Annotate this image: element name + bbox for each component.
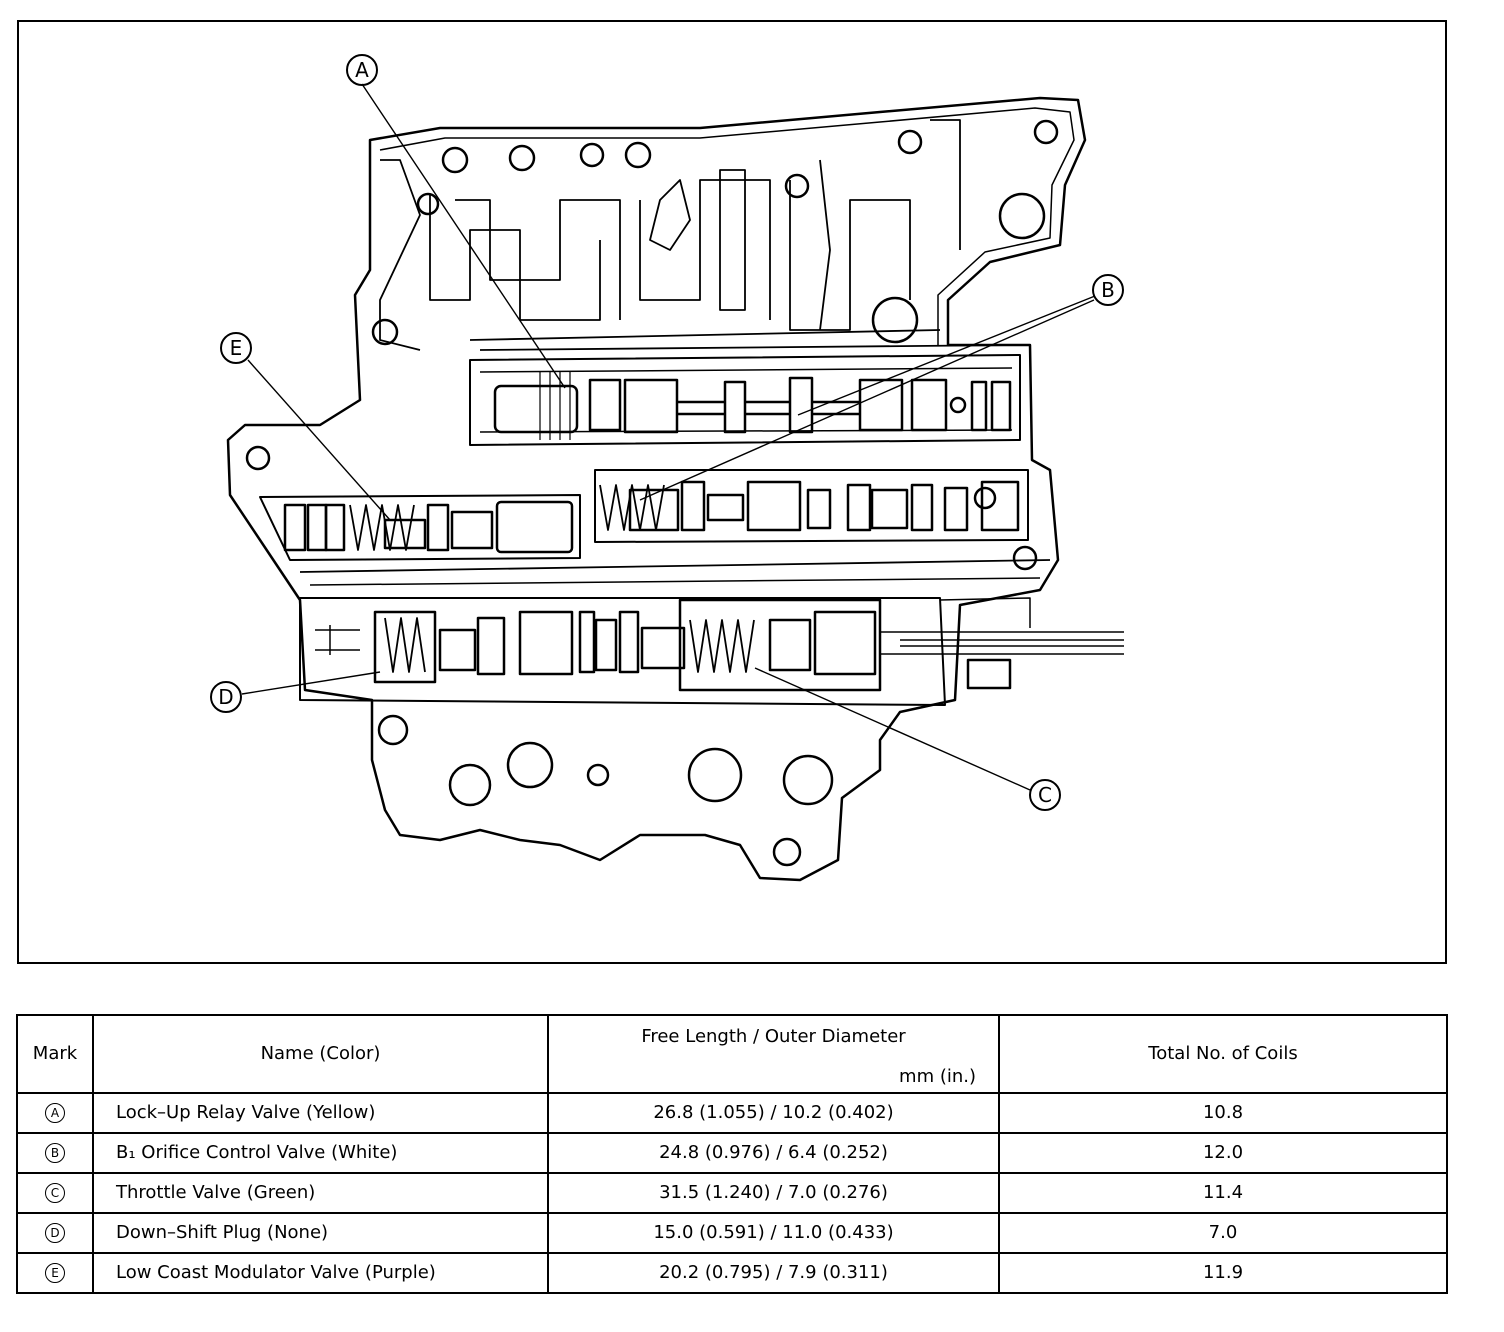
callout-d: D <box>210 681 242 713</box>
row-spec: 20.2 (0.795) / 7.9 (0.311) <box>547 1252 1000 1294</box>
row-mark: D <box>45 1223 65 1243</box>
header-coils: Total No. of Coils <box>998 1014 1448 1094</box>
callout-e-letter: E <box>230 336 243 360</box>
row-name: Throttle Valve (Green) <box>92 1172 549 1214</box>
row-coils: 11.9 <box>998 1252 1448 1294</box>
row-name: Down–Shift Plug (None) <box>92 1212 549 1254</box>
spring-spec-table: Mark Name (Color) Free Length / Outer Di… <box>16 1014 1448 1294</box>
table-header-row: Mark Name (Color) Free Length / Outer Di… <box>16 1014 1448 1094</box>
row-spec: 31.5 (1.240) / 7.0 (0.276) <box>547 1172 1000 1214</box>
table-row: B B₁ Orifice Control Valve (White) 24.8 … <box>16 1132 1448 1174</box>
row-mark: B <box>45 1143 65 1163</box>
callout-e: E <box>220 332 252 364</box>
header-spec: Free Length / Outer Diameter mm (in.) <box>547 1014 1000 1094</box>
row-mark: E <box>45 1263 65 1283</box>
callout-d-letter: D <box>218 685 233 709</box>
row-coils: 10.8 <box>998 1092 1448 1134</box>
header-spec-title: Free Length / Outer Diameter <box>641 1026 906 1047</box>
callout-a-letter: A <box>355 58 369 82</box>
callout-b-letter: B <box>1101 278 1115 302</box>
header-mark: Mark <box>16 1014 94 1094</box>
row-mark: A <box>45 1103 65 1123</box>
oil-passages-top <box>379 119 1021 351</box>
callout-b: B <box>1092 274 1124 306</box>
bolt-holes <box>245 119 1059 867</box>
row-coils: 7.0 <box>998 1212 1448 1254</box>
callout-leaders <box>241 83 1096 791</box>
valve-body-inner-outline <box>379 107 1075 345</box>
lower-valve-bore <box>299 597 1124 706</box>
header-spec-unit: mm (in.) <box>899 1066 976 1087</box>
row-name: Low Coast Modulator Valve (Purple) <box>92 1252 549 1294</box>
row-spec: 15.0 (0.591) / 11.0 (0.433) <box>547 1212 1000 1254</box>
table-row: E Low Coast Modulator Valve (Purple) 20.… <box>16 1252 1448 1294</box>
row-spec: 26.8 (1.055) / 10.2 (0.402) <box>547 1092 1000 1134</box>
row-coils: 11.4 <box>998 1172 1448 1214</box>
valve-body-diagram: A B C D E <box>210 54 1124 882</box>
row-name: B₁ Orifice Control Valve (White) <box>92 1132 549 1174</box>
callout-c-letter: C <box>1038 783 1052 807</box>
valve-body-diagram-frame <box>17 20 1447 964</box>
valve-body-outline <box>226 96 1087 882</box>
table-row: A Lock–Up Relay Valve (Yellow) 26.8 (1.0… <box>16 1092 1448 1134</box>
row-coils: 12.0 <box>998 1132 1448 1174</box>
table-row: C Throttle Valve (Green) 31.5 (1.240) / … <box>16 1172 1448 1214</box>
table-row: D Down–Shift Plug (None) 15.0 (0.591) / … <box>16 1212 1448 1254</box>
callout-labels: A B C D E <box>210 54 1124 811</box>
row-name: Lock–Up Relay Valve (Yellow) <box>92 1092 549 1134</box>
callout-c: C <box>1029 779 1061 811</box>
middle-left-valve-bore <box>259 494 581 561</box>
row-mark: C <box>45 1183 65 1203</box>
upper-valve-bore <box>469 354 1021 446</box>
row-spec: 24.8 (0.976) / 6.4 (0.252) <box>547 1132 1000 1174</box>
middle-right-valve-bore <box>299 469 1051 586</box>
header-name: Name (Color) <box>92 1014 549 1094</box>
callout-a: A <box>346 54 378 86</box>
